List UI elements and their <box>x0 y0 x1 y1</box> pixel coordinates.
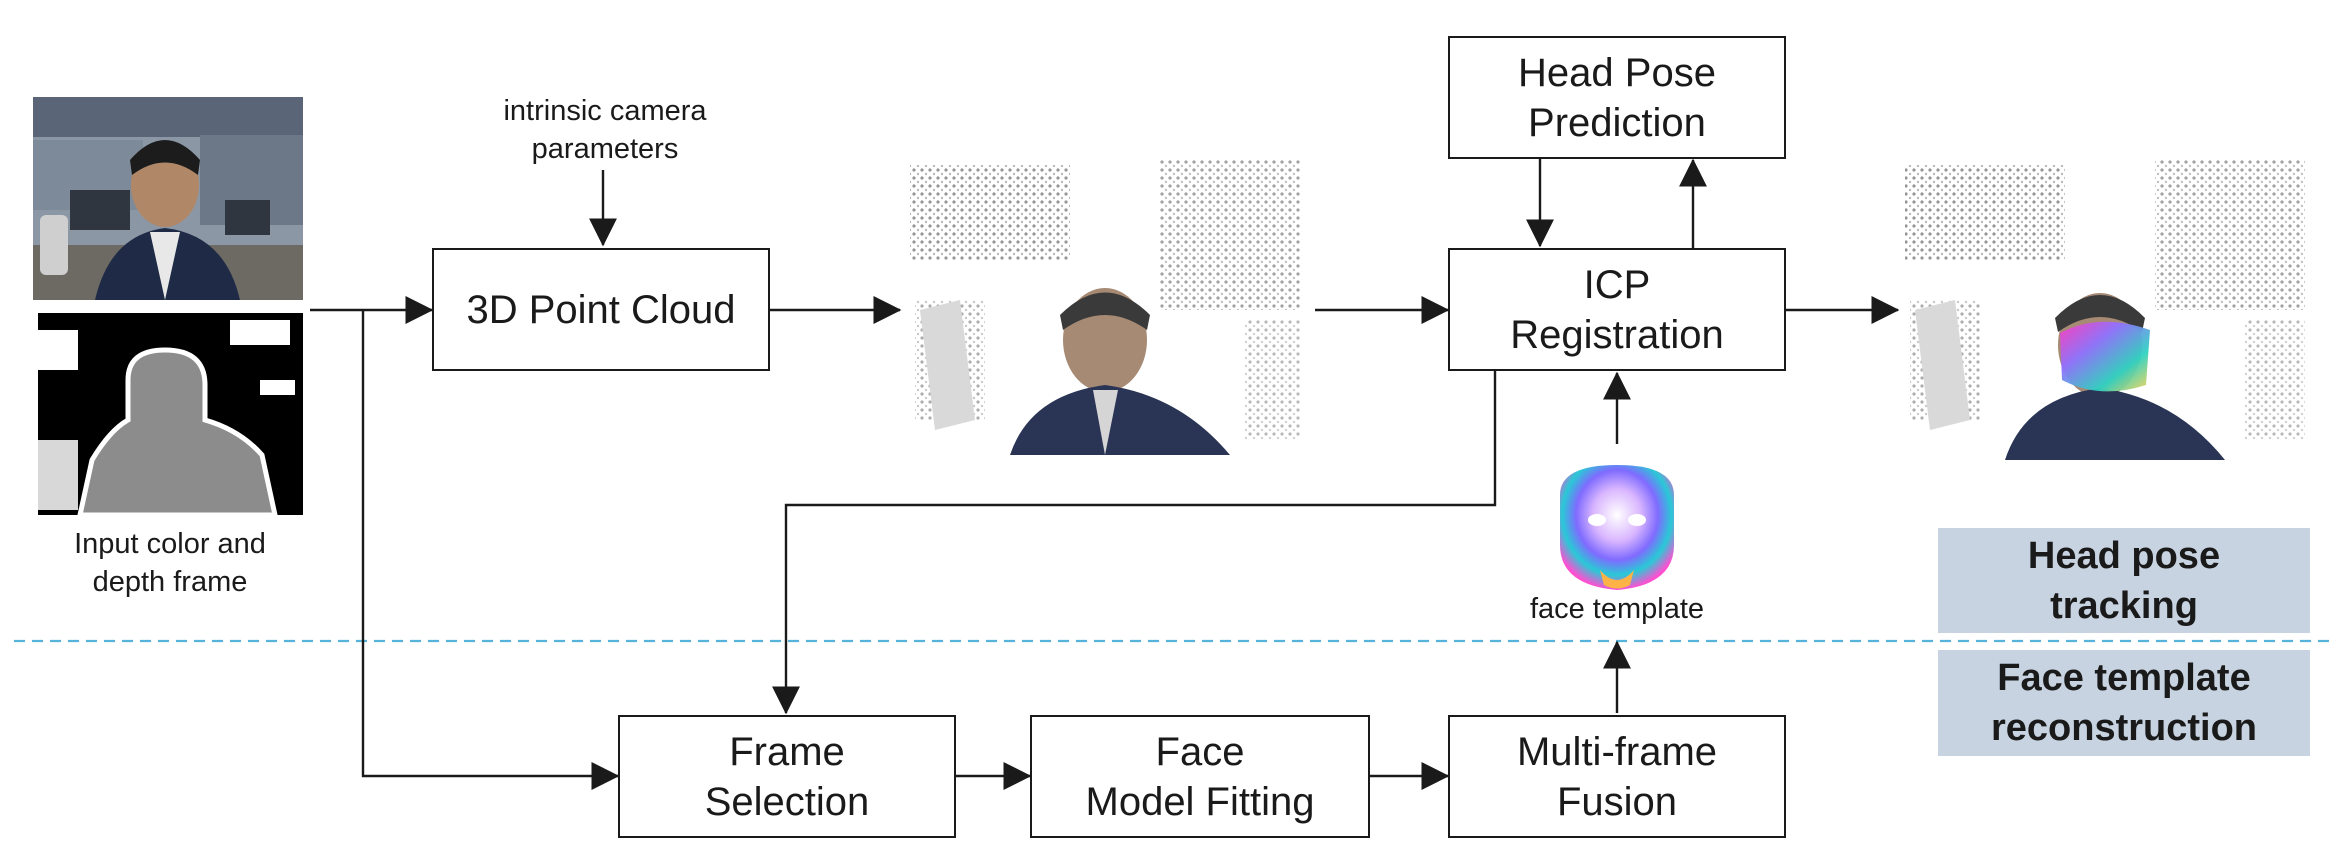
face-template-image <box>1560 465 1674 590</box>
head-pose-prediction-box: Head Pose Prediction <box>1448 36 1786 159</box>
color-frame-image <box>33 97 303 300</box>
point-cloud-box: 3D Point Cloud <box>432 248 770 371</box>
camera-parameters-label: intrinsic camera parameters <box>503 95 707 165</box>
arrow-input-to-frame-selection <box>361 310 620 790</box>
frame-selection-box: Frame Selection <box>618 715 956 838</box>
depth-frame-image <box>38 313 303 518</box>
face-model-fitting-box: Face Model Fitting <box>1030 715 1370 838</box>
point-cloud-image <box>910 160 1300 455</box>
head-pose-tracking-panel: Head pose tracking <box>1938 528 2310 633</box>
tracked-point-cloud-image <box>1905 160 2305 460</box>
face-template-reconstruction-panel: Face template reconstruction <box>1938 650 2310 756</box>
arrow-icp-to-frame-selection <box>772 371 1497 715</box>
face-template-label: face template <box>1529 593 1705 625</box>
multi-frame-fusion-box: Multi-frame Fusion <box>1448 715 1786 838</box>
input-frame-caption: Input color and depth frame <box>74 528 266 598</box>
icp-registration-box: ICP Registration <box>1448 248 1786 371</box>
